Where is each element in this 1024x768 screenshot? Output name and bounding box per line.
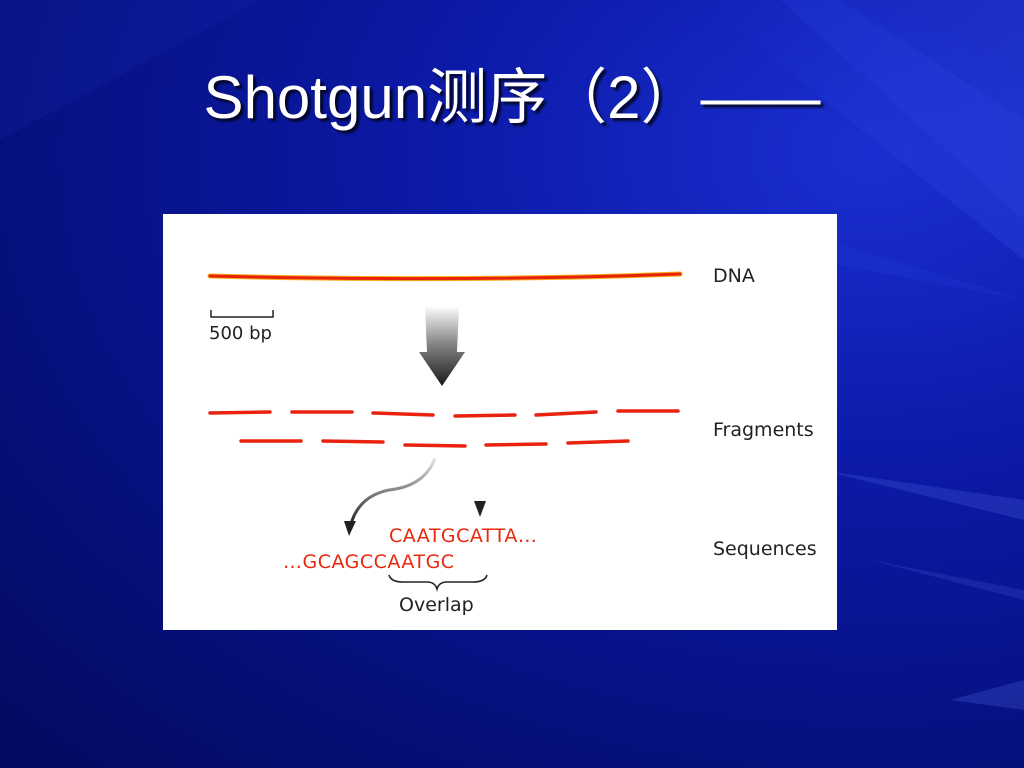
overlap-bracket [388, 574, 488, 592]
fragment [484, 442, 548, 447]
sequences-label: Sequences [713, 538, 817, 560]
fragment [208, 410, 272, 415]
shotgun-diagram: DNA 500 bp Fragments [207, 265, 817, 616]
fragment [453, 413, 517, 418]
fragment [534, 410, 598, 417]
shearing-arrow-icon [419, 306, 465, 386]
overlap-label: Overlap [399, 594, 474, 616]
scale-bar-label: 500 bp [209, 323, 272, 344]
shotgun-diagram-panel: DNA 500 bp Fragments [163, 214, 837, 630]
scale-bar [210, 310, 274, 318]
lower-sequence-read: …GCAGCCAATGC [283, 551, 455, 573]
fragments-row-2 [239, 439, 630, 448]
upper-sequence-read: CAATGCATTA… [389, 525, 537, 547]
fragment [371, 411, 435, 417]
straight-sequencing-arrow-icon [474, 428, 486, 517]
dna-label: DNA [713, 265, 755, 287]
curved-sequencing-arrow-icon [344, 457, 437, 536]
fragments-label: Fragments [713, 419, 814, 441]
dna-strand [207, 271, 683, 282]
slide-title: Shotgun测序（2）—— [203, 64, 821, 131]
fragment [566, 439, 630, 445]
fragments-row-1 [208, 409, 680, 418]
fragment [321, 439, 385, 444]
fragment [403, 443, 467, 448]
